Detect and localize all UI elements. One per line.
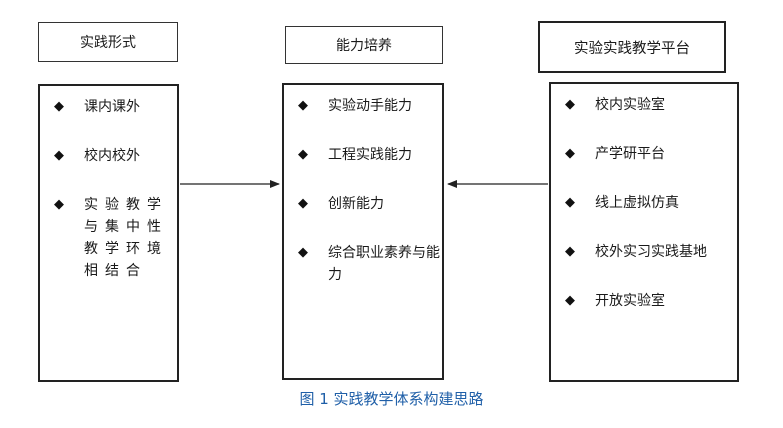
- list-item: ◆ 校内校外: [54, 145, 180, 167]
- ability-training-box: ◆ 实验动手能力 ◆ 工程实践能力 ◆ 创新能力 ◆ 综合职业素养与能力: [282, 83, 444, 380]
- list-item: ◆ 实验动手能力: [298, 95, 448, 117]
- header-teaching-platform: 实验实践教学平台: [538, 21, 726, 73]
- header-practice-forms-label: 实践形式: [80, 35, 136, 51]
- diamond-bullet-icon: ◆: [565, 146, 575, 161]
- list-item: ◆ 课内课外: [54, 96, 180, 118]
- list-item-text: 产学研平台: [595, 146, 665, 162]
- header-teaching-platform-label: 实验实践教学平台: [574, 40, 690, 57]
- header-ability-training-label: 能力培养: [336, 38, 392, 54]
- list-item: ◆ 校内实验室: [565, 94, 735, 116]
- diamond-bullet-icon: ◆: [565, 195, 575, 210]
- diamond-bullet-icon: ◆: [298, 196, 308, 211]
- diamond-bullet-icon: ◆: [54, 148, 64, 163]
- list-item-text: 课内课外: [84, 99, 140, 115]
- figure-caption: 图 1 实践教学体系构建思路: [299, 390, 484, 408]
- list-item-text: 综合职业素养与能力: [328, 245, 440, 283]
- list-item: ◆ 实验教学与集中性教学环境相结合: [54, 194, 180, 282]
- list-item-text: 校外实习实践基地: [595, 244, 707, 260]
- list-item-text: 工程实践能力: [328, 147, 412, 163]
- diamond-bullet-icon: ◆: [54, 99, 64, 114]
- list-item: ◆ 创新能力: [298, 193, 448, 215]
- practice-forms-box: ◆ 课内课外 ◆ 校内校外 ◆ 实验教学与集中性教学环境相结合: [38, 84, 179, 382]
- list-item-text: 线上虚拟仿真: [595, 195, 679, 211]
- list-item: ◆ 综合职业素养与能力: [298, 242, 448, 286]
- diamond-bullet-icon: ◆: [298, 245, 308, 260]
- diamond-bullet-icon: ◆: [565, 293, 575, 308]
- list-item-text: 创新能力: [328, 196, 384, 212]
- list-item-text: 校内校外: [84, 148, 140, 164]
- list-item-text: 开放实验室: [595, 293, 665, 309]
- list-item-text: 校内实验室: [595, 97, 665, 113]
- teaching-platform-box: ◆ 校内实验室 ◆ 产学研平台 ◆ 线上虚拟仿真 ◆ 校外实习实践基地 ◆ 开放…: [549, 82, 739, 382]
- list-item: ◆ 开放实验室: [565, 290, 735, 312]
- diamond-bullet-icon: ◆: [54, 197, 64, 212]
- list-item-text: 实验动手能力: [328, 98, 412, 114]
- list-item-text: 实验教学与集中性教学环境相结合: [84, 197, 168, 279]
- list-item: ◆ 线上虚拟仿真: [565, 192, 735, 214]
- diamond-bullet-icon: ◆: [298, 98, 308, 113]
- diamond-bullet-icon: ◆: [298, 147, 308, 162]
- diamond-bullet-icon: ◆: [565, 97, 575, 112]
- list-item: ◆ 校外实习实践基地: [565, 241, 735, 263]
- header-ability-training: 能力培养: [285, 26, 443, 64]
- list-item: ◆ 工程实践能力: [298, 144, 448, 166]
- diamond-bullet-icon: ◆: [565, 244, 575, 259]
- header-practice-forms: 实践形式: [38, 22, 178, 62]
- list-item: ◆ 产学研平台: [565, 143, 735, 165]
